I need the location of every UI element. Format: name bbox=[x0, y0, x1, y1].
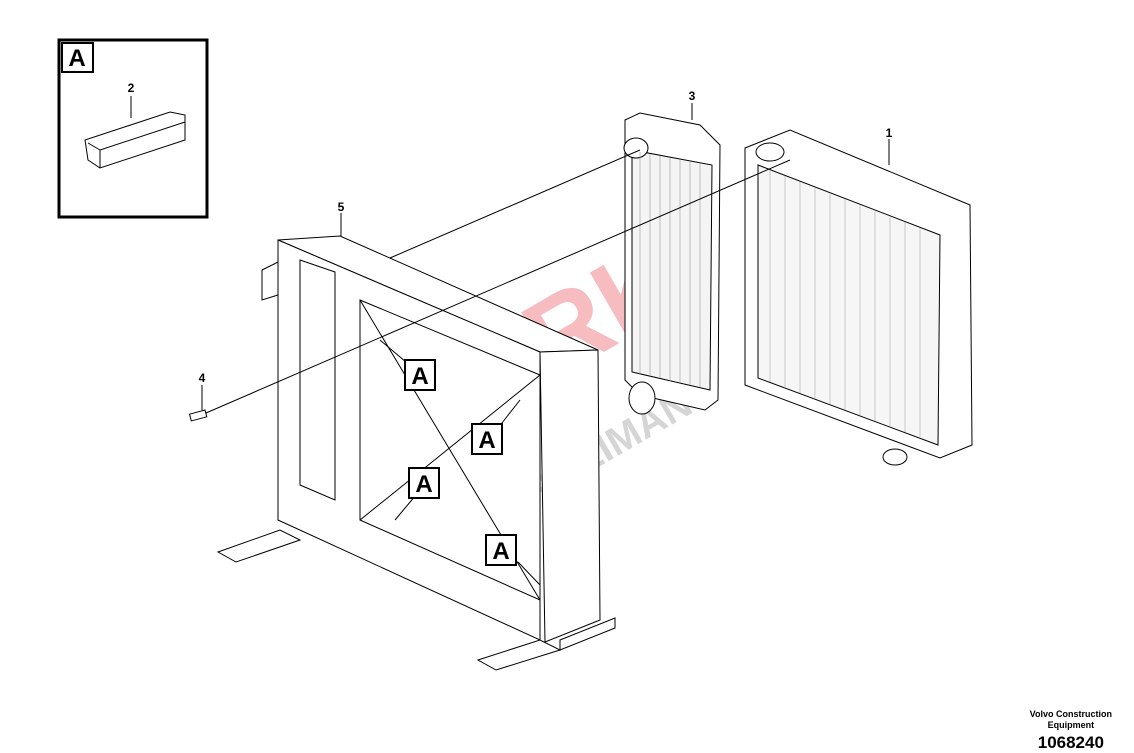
svg-text:A: A bbox=[411, 363, 428, 390]
svg-text:A: A bbox=[478, 427, 495, 454]
inset-detail-a: A 2 bbox=[57, 38, 209, 219]
callout-a-2: A bbox=[471, 423, 503, 455]
part-4-sensor bbox=[188, 409, 208, 422]
callout-a-3: A bbox=[408, 467, 440, 499]
part-1-radiator bbox=[744, 129, 973, 466]
svg-text:A: A bbox=[492, 538, 509, 565]
svg-text:2: 2 bbox=[128, 81, 135, 95]
organization-line2: Equipment bbox=[1047, 720, 1095, 730]
part-2-bracket bbox=[84, 111, 186, 169]
callout-a-4: A bbox=[485, 534, 517, 566]
drawing-credit: Volvo Construction Equipment 1068240 bbox=[1030, 709, 1112, 753]
organization-line1: Volvo Construction bbox=[1029, 709, 1112, 719]
part-3-charge-air-cooler bbox=[623, 112, 721, 415]
part-label-1: 1 bbox=[886, 126, 893, 140]
part-label-3: 3 bbox=[689, 89, 696, 103]
svg-text:A: A bbox=[68, 45, 85, 72]
part-label-4: 4 bbox=[199, 371, 206, 385]
leader-lines bbox=[201, 103, 890, 586]
drawing-number: 1068240 bbox=[1037, 733, 1104, 752]
part-label-5: 5 bbox=[338, 200, 345, 214]
svg-text:A: A bbox=[415, 471, 432, 498]
callout-a-1: A bbox=[404, 359, 436, 391]
